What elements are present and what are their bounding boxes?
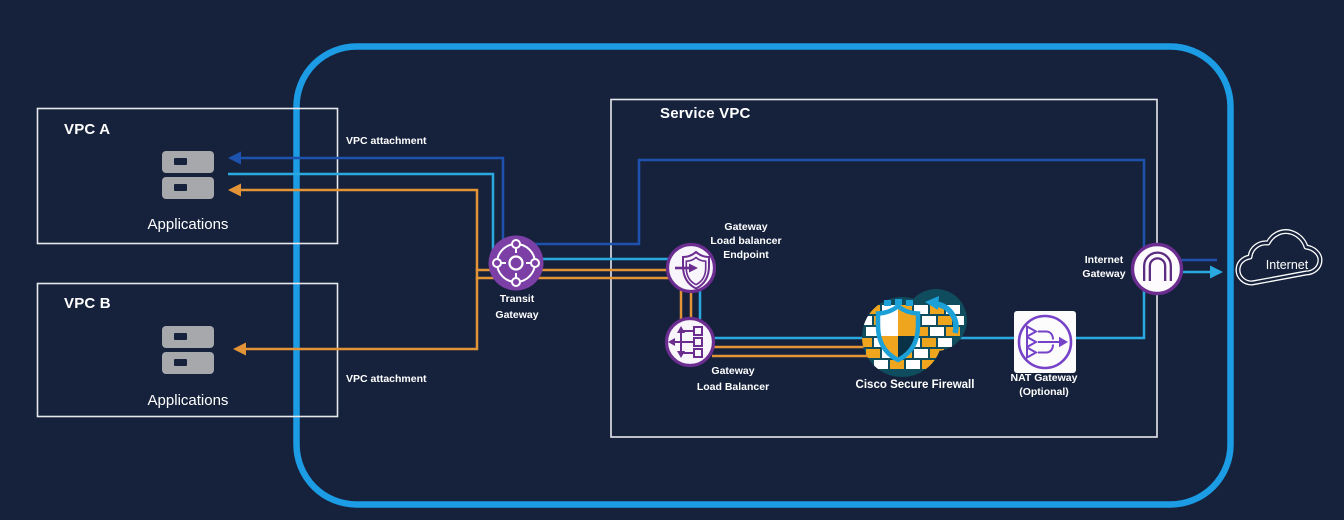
vpc-b-applications-label: Applications [147,392,229,409]
vpc-attachment-label-bottom: VPC attachment [346,373,427,385]
transit-gateway-icon [488,235,544,291]
orange-arrowhead-vpc-b [233,342,246,356]
internet-cloud-label: Internet [1265,258,1309,272]
nat-gateway-icon [1014,311,1076,373]
vpc-b-server-icon [162,326,214,374]
gwlb-endpoint-icon [665,242,717,294]
nat-gateway-label: NAT Gateway (Optional) [1011,371,1078,399]
gwlb-endpoint-label-line2: Load balancer [710,235,782,247]
gwlb-label-line1: Gateway [711,365,755,377]
nat-gateway-label-line2: (Optional) [1019,386,1069,398]
vpc-b-title: VPC B [64,295,111,312]
orange-arrowhead-vpc-a [228,183,241,197]
vpc-a-server-icon [162,151,214,199]
internet-gateway-label: Internet Gateway [1082,253,1125,281]
transit-gateway-label: Transit Gateway [495,292,538,323]
gwlb-endpoint-label: Gateway Load balancer Endpoint [710,220,781,262]
vpc-a-applications-label: Applications [147,216,229,233]
gwlb-icon [664,316,716,368]
cisco-secure-firewall-label: Cisco Secure Firewall [855,379,975,391]
gwlb-label: Gateway Load Balancer [697,364,769,395]
gwlb-label-line2: Load Balancer [696,380,770,393]
internet-gateway-icon [1130,242,1184,296]
internet-gateway-label-line1: Internet [1084,254,1124,266]
ingress-path-blue [228,151,1217,262]
cyan-arrowhead-internet [1210,265,1223,279]
vpc-a-title: VPC A [64,121,111,138]
transit-gateway-label-line2: Gateway [495,308,539,321]
internet-cloud-icon [1235,229,1323,286]
blue-arrowhead-vpc-a [228,151,241,165]
transit-gateway-label-line1: Transit [499,293,535,305]
gwlb-endpoint-label-line3: Endpoint [723,249,769,261]
firewall-swoosh [935,301,959,334]
vpc-attachment-label-top: VPC attachment [346,135,427,147]
nat-gateway-label-line1: NAT Gateway [1010,372,1078,384]
region-boundary [293,43,1234,508]
return-path-orange [228,183,888,358]
vpc-a-box [36,107,339,245]
cisco-secure-firewall-icon [862,289,967,377]
internet-gateway-label-line2: Gateway [1082,268,1126,280]
service-vpc-title: Service VPC [660,105,751,122]
gwlb-endpoint-label-line1: Gateway [724,221,768,233]
